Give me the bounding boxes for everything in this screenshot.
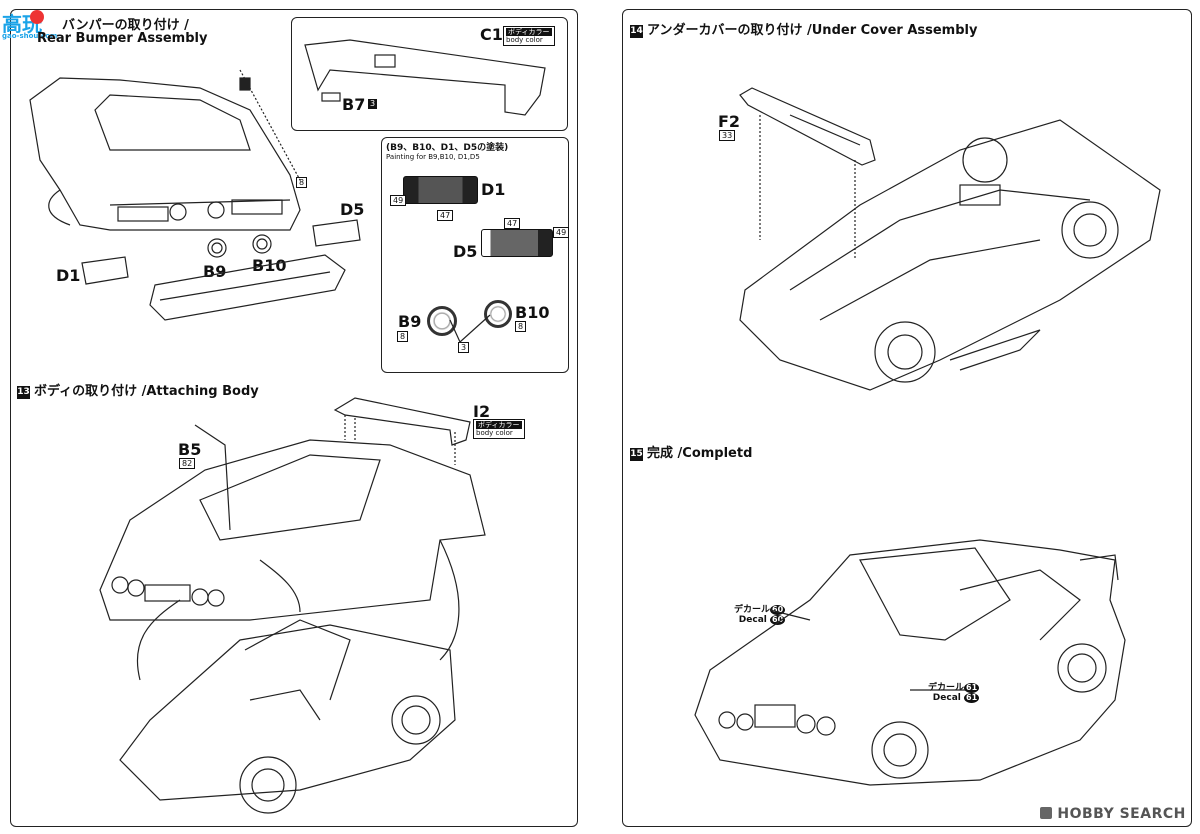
step13-body-drawing (99, 439, 486, 621)
decal-60-jp: デカール (734, 605, 771, 615)
paint-b9-code: 8 (397, 331, 409, 342)
step14-car-drawing (739, 119, 1161, 391)
paint-code-47a: 47 (437, 210, 454, 221)
step14-title-text: アンダーカバーの取り付け /Under Cover Assembly (647, 23, 978, 38)
step12-title: バンパーの取り付け / (62, 14, 189, 33)
step15-car-drawing (694, 539, 1126, 786)
paint-ring-code: 3 (458, 342, 470, 353)
part-b10: B10 (252, 256, 287, 275)
part-b7-qty: 3 (368, 99, 378, 109)
paint-b10: B10 (515, 303, 550, 322)
paint-lines (449, 314, 491, 343)
hobby-search-logo: HOBBY SEARCH (1040, 806, 1186, 822)
paint-b10-code: 8 (515, 321, 527, 332)
c1-color-en: body color (506, 36, 543, 44)
step14-title: 14 アンダーカバーの取り付け /Under Cover Assembly (630, 19, 977, 38)
i2-color-en: body color (476, 429, 513, 437)
chassis-drawing (119, 539, 460, 814)
paint-b9: B9 (398, 312, 422, 331)
i2-color-badge: ボディカラー body color (473, 419, 525, 439)
part-c1: C1 (480, 25, 503, 44)
paint-d1: D1 (481, 180, 506, 199)
b9-b10-parts (207, 234, 272, 258)
step12-subtitle: Rear Bumper Assembly (37, 31, 207, 46)
step13-title-text: ボディの取り付け /Attaching Body (34, 384, 259, 399)
d5-swatch (481, 229, 553, 257)
part-i2: I2 (473, 402, 491, 421)
part-d1: D1 (56, 266, 81, 285)
rear-bumper-drawing (149, 254, 346, 321)
step14-number: 14 (630, 25, 643, 38)
rear-body-drawing (29, 69, 301, 231)
part-f2: F2 (718, 112, 741, 131)
b5-wiper-drawing (194, 424, 231, 531)
c1-color-jp: ボディカラー (506, 28, 552, 36)
step13-title: 13 ボディの取り付け /Attaching Body (17, 380, 259, 399)
step15-number: 15 (630, 448, 643, 461)
part-b5-code: 82 (179, 458, 196, 469)
step12-title-jp: バンパーの取り付け / (62, 18, 189, 33)
watermark-mascot-icon (30, 10, 44, 24)
step15-title-text: 完成 /Completd (647, 446, 753, 461)
paint-box-title-jp: (B9、B10、D1、D5の塗装) (386, 143, 509, 153)
decal-60-num: 60 (770, 605, 786, 615)
f2-undercover-drawing (739, 87, 876, 260)
part-b9: B9 (203, 262, 227, 281)
decal-60-en: Decal (738, 615, 767, 625)
c1-wing-drawing (304, 39, 546, 116)
hobby-search-icon (1040, 807, 1052, 819)
d1-d5-parts (81, 219, 361, 285)
part-b7: B7 (342, 95, 366, 114)
i2-wing-drawing (333, 397, 471, 465)
decal-61-num: 61 (964, 683, 980, 693)
i2-color-jp: ボディカラー (476, 421, 522, 429)
decal-61-en: Decal (932, 693, 961, 703)
part-f2-code: 33 (719, 130, 736, 141)
b9-ring (427, 306, 457, 336)
watermark-url: gao-shou.com (2, 32, 58, 40)
hobby-search-text: HOBBY SEARCH (1057, 806, 1186, 822)
part-qty-8: 8 (296, 177, 308, 188)
decal-60-num-b: 60 (770, 615, 786, 625)
part-b5: B5 (178, 440, 202, 459)
paint-code-49a: 49 (390, 195, 407, 206)
part-d5: D5 (340, 200, 365, 219)
d1-swatch (403, 176, 478, 204)
step15-title: 15 完成 /Completd (630, 442, 752, 461)
decal-61-num-b: 61 (964, 693, 980, 703)
step12-title-en: Rear Bumper Assembly (37, 31, 208, 46)
step13-number: 13 (17, 386, 30, 399)
b10-ring (484, 300, 512, 328)
decal-61-jp: デカール (928, 683, 965, 693)
paint-code-47b: 47 (504, 218, 521, 229)
paint-d5: D5 (453, 242, 478, 261)
c1-color-badge: ボディカラー body color (503, 26, 555, 46)
paint-box-title-en: Painting for B9,B10, D1,D5 (386, 153, 480, 161)
paint-code-49b: 49 (553, 227, 570, 238)
